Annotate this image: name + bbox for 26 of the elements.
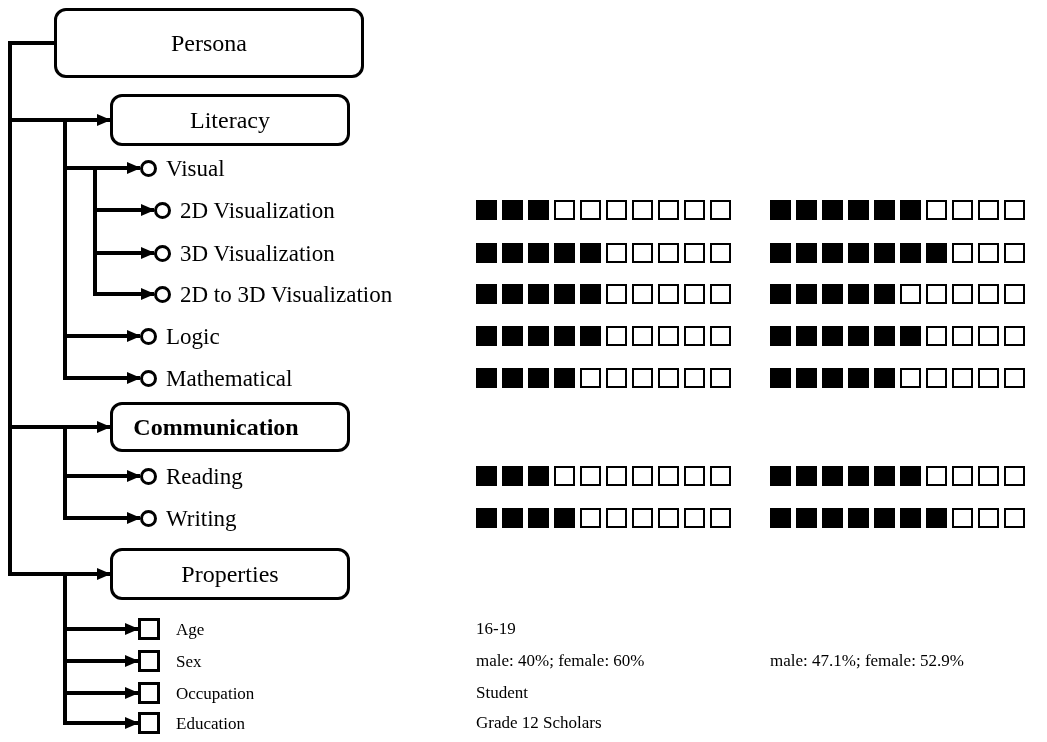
property-value: 16-19 bbox=[476, 620, 516, 637]
item-label: Sex bbox=[176, 652, 202, 670]
category-box bbox=[110, 402, 350, 452]
category-label: Communication bbox=[133, 415, 299, 439]
property-value: Grade 12 Scholars bbox=[476, 714, 602, 731]
category-label: Literacy bbox=[190, 108, 270, 132]
item-label: Mathematical bbox=[166, 366, 293, 390]
item-label: 2D Visualization bbox=[180, 198, 335, 222]
category-box bbox=[110, 94, 350, 146]
category-box bbox=[110, 548, 350, 600]
category-label: Properties bbox=[181, 562, 279, 586]
item-label: Logic bbox=[166, 324, 220, 348]
category-box bbox=[54, 8, 364, 78]
property-value: male: 47.1%; female: 52.9% bbox=[770, 652, 965, 669]
item-label: Writing bbox=[166, 506, 237, 530]
connector-arrow bbox=[63, 118, 141, 384]
item-label: Reading bbox=[166, 464, 243, 488]
item-label: Occupation bbox=[176, 684, 255, 702]
category-label: Persona bbox=[171, 31, 247, 55]
item-label: 2D to 3D Visualization bbox=[180, 282, 393, 306]
item-label: Age bbox=[176, 620, 205, 638]
item-label: 3D Visualization bbox=[180, 241, 335, 265]
item-label: Visual bbox=[166, 156, 225, 180]
property-value: male: 40%; female: 60% bbox=[476, 652, 645, 669]
item-label: Education bbox=[176, 714, 245, 732]
property-value: Student bbox=[476, 684, 528, 701]
